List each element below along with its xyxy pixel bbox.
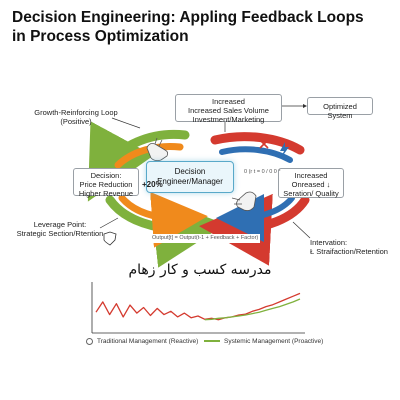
growth-loop-label: Growth-Reinforcing Loop (Positive) — [30, 108, 122, 126]
intervation-line-1: Intervation: — [310, 238, 348, 247]
growth-loop-line-2: (Positive) — [60, 117, 92, 126]
traditional-series-line — [95, 292, 301, 321]
diagram-title: Decision Engineering: Appling Feedback L… — [12, 8, 392, 46]
right-box-line-3: Seration/ Quality — [283, 189, 339, 198]
top-center-box: Increased Increased Sales Volume Investm… — [175, 94, 282, 124]
formula-label: Output[t] = Output(t-1 + Feedback + Fact… — [150, 234, 261, 243]
hand-pointer-icon — [146, 137, 169, 162]
shield-icon — [103, 231, 117, 246]
right-loop-blue-top — [219, 146, 293, 163]
leverage-line-2: Strategic Section/Rtention — [16, 229, 104, 238]
systemic-series-line — [204, 298, 301, 321]
leverage-point-label: Leverage Point: Strategic Section/Rtenti… — [14, 220, 106, 238]
leverage-line-1: Leverage Point: — [33, 220, 87, 229]
decision-engineer-box: Decision Engineer/Manager — [146, 161, 234, 193]
intervation-label: Intervation: Ł Straifaction/Retention — [310, 238, 388, 256]
arabic-caption: مدرسه کسب و کار زهام — [128, 262, 272, 278]
decision-box-line-3: Higher Revenue — [78, 189, 134, 198]
right-box-line-2: Onreased ↓ — [291, 180, 331, 189]
small-formula-label: 0 (r t = 0 / 0 0 ° — [244, 169, 281, 175]
center-box-line-2: Engineer/Manager — [157, 176, 223, 186]
legend-systemic: Systemic Management (Proactive) — [204, 338, 323, 345]
legend-traditional-marker — [86, 338, 93, 345]
left-loop-orange-top — [114, 143, 184, 169]
optimized-system-label: Optimized System — [323, 102, 357, 120]
legend-traditional: Traditional Management (Reactive) — [86, 338, 198, 345]
connector-intervation — [292, 221, 311, 239]
connector-leverage — [99, 217, 119, 229]
top-center-box-line-3: Investment/Marketing — [192, 115, 265, 124]
optimized-system-box: Optimized System — [307, 97, 373, 120]
title-line-2: in Process Optimization — [12, 28, 189, 45]
growth-loop-line-1: Growth-Reinforcing Loop — [34, 108, 118, 117]
center-box-line-1: Decision — [174, 167, 206, 176]
lightning-icon — [280, 142, 289, 158]
decision-box-line-2: Price Reduction — [79, 180, 133, 189]
hand-pointer-icon — [231, 191, 257, 211]
percent-label: +20% — [142, 180, 163, 189]
intervation-line-2: Ł Straifaction/Retention — [310, 247, 388, 256]
right-loop-blue-bottom — [216, 194, 295, 243]
legend-traditional-label: Traditional Management (Reactive) — [97, 338, 199, 346]
right-loop-red-top — [210, 132, 305, 155]
decision-box: Decision: Price Reduction Higher Revenue — [73, 168, 139, 198]
legend-systemic-label: Systemic Management (Proactive) — [224, 338, 324, 345]
top-center-box-line-2: Increased Sales Volume — [188, 106, 269, 115]
right-outcome-box: Increased Onreased ↓ Seration/ Quality — [278, 168, 344, 198]
left-loop-orange-bottom — [118, 191, 208, 248]
top-center-box-line-1: Increased — [212, 97, 245, 106]
left-loop-green-top — [87, 121, 190, 202]
decision-box-line-1: Decision: — [90, 171, 122, 180]
title-line-1: Decision Engineering: Appling Feedback L… — [12, 9, 364, 26]
connector-growth — [111, 117, 141, 129]
right-box-line-1: Increased — [294, 171, 328, 180]
legend-systemic-marker — [204, 340, 220, 343]
x-mark-icon — [259, 139, 269, 149]
